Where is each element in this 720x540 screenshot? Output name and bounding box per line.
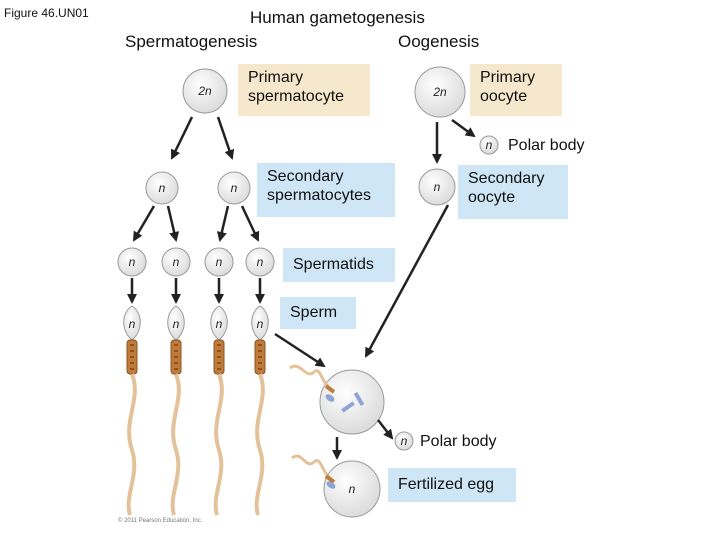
label-primary-spermatocyte: Primary spermatocyte bbox=[238, 64, 370, 116]
spermatid-cell: n bbox=[245, 247, 275, 277]
heading-spermatogenesis: Spermatogenesis bbox=[125, 32, 258, 51]
arrow bbox=[216, 205, 230, 242]
ploidy-n-label: n bbox=[216, 317, 223, 331]
arrow bbox=[274, 332, 326, 368]
label-fertilized-egg: Fertilized egg bbox=[388, 468, 516, 502]
ploidy-2n-label: 2n bbox=[197, 84, 212, 98]
spermatid-cell: n bbox=[117, 247, 147, 277]
ploidy-n-label: n bbox=[129, 255, 136, 269]
diagram-title: Human gametogenesis bbox=[250, 8, 425, 27]
ploidy-n-label: n bbox=[129, 317, 136, 331]
arrow bbox=[166, 205, 180, 242]
arrow bbox=[132, 205, 156, 242]
label-secondary-spermatocytes: Secondary spermatocytes bbox=[257, 163, 395, 217]
ploidy-n-label: n bbox=[216, 255, 223, 269]
ploidy-n-label: n bbox=[173, 255, 180, 269]
arrow bbox=[240, 205, 260, 242]
ploidy-n-label: n bbox=[486, 138, 493, 152]
primary-spermatocyte-cell: 2n bbox=[182, 68, 228, 114]
ploidy-2n-label: 2n bbox=[432, 85, 447, 99]
arrow bbox=[451, 118, 476, 138]
figure-label: Figure 46.UN01 bbox=[4, 6, 89, 20]
sperm-cell: n bbox=[167, 305, 185, 516]
label-polar-body-1: Polar body bbox=[508, 137, 585, 154]
ploidy-n-label: n bbox=[159, 181, 166, 195]
arrow bbox=[364, 204, 450, 358]
ploidy-n-label: n bbox=[434, 180, 441, 194]
label-sperm: Sperm bbox=[280, 297, 356, 329]
sperm-cell: n bbox=[123, 305, 141, 516]
sperm-cell: n bbox=[251, 305, 269, 516]
label-secondary-oocyte: Secondary oocyte bbox=[458, 165, 568, 219]
polar-body-cell: n bbox=[479, 135, 499, 155]
ploidy-n-label: n bbox=[173, 317, 180, 331]
arrow bbox=[170, 116, 194, 160]
primary-oocyte-cell: 2n bbox=[414, 66, 466, 118]
secondary-oocyte-cell: n bbox=[418, 168, 456, 206]
arrow bbox=[377, 419, 394, 440]
arrow bbox=[216, 116, 235, 160]
label-primary-oocyte: Primary oocyte bbox=[470, 64, 562, 116]
ploidy-n-label: n bbox=[349, 482, 356, 496]
oocyte-fertilization-cell bbox=[289, 364, 385, 435]
fertilized-egg-cell: n bbox=[291, 454, 381, 518]
polar-body-2-cell: n bbox=[394, 431, 414, 451]
secondary-spermatocyte-cell: n bbox=[145, 171, 179, 205]
copyright-credit: © 2011 Pearson Education, Inc. bbox=[118, 518, 203, 524]
label-spermatids: Spermatids bbox=[283, 248, 395, 282]
secondary-spermatocyte-cell: n bbox=[217, 171, 251, 205]
ploidy-n-label: n bbox=[257, 317, 264, 331]
ploidy-n-label: n bbox=[401, 434, 408, 448]
heading-oogenesis: Oogenesis bbox=[398, 32, 480, 51]
spermatid-cell: n bbox=[204, 247, 234, 277]
ploidy-n-label: n bbox=[257, 255, 264, 269]
ploidy-n-label: n bbox=[231, 181, 238, 195]
sperm-cell: n bbox=[210, 305, 228, 516]
label-polar-body-2: Polar body bbox=[420, 433, 497, 450]
spermatid-cell: n bbox=[161, 247, 191, 277]
